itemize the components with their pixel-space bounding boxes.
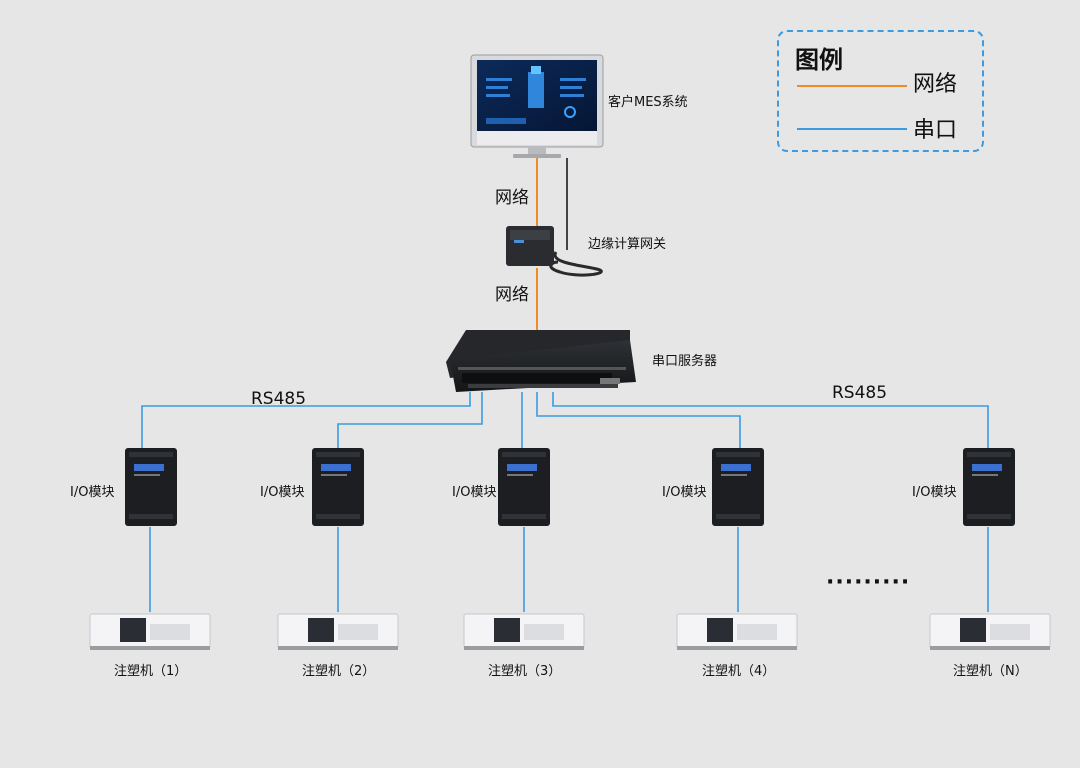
machine-device-1 [89, 613, 211, 650]
mes-label: 客户MES系统 [608, 95, 688, 110]
machine-label: 注塑机（2） [302, 664, 376, 679]
machine-label: 注塑机（4） [702, 664, 776, 679]
io-module-label: I/O模块 [260, 485, 305, 500]
rs485-bus-2 [337, 392, 483, 448]
machine-device-5 [929, 613, 1051, 650]
io-module-label: I/O模块 [70, 485, 115, 500]
rs485-label-left: RS485 [251, 389, 307, 409]
network-link-label-bottom: 网络 [495, 285, 529, 305]
mes-monitor [470, 54, 604, 158]
io-module-device-2 [312, 448, 364, 526]
serial-server-label: 串口服务器 [652, 354, 718, 369]
legend-serial-line [797, 128, 907, 130]
rs485-bus-1 [141, 392, 471, 448]
legend: 图例 网络 串口 [777, 30, 984, 152]
machine-label: 注塑机（3） [488, 664, 562, 679]
io-module-icons [125, 448, 1015, 526]
rs485-label-right: RS485 [832, 383, 888, 403]
rs485-bus-5 [552, 392, 989, 448]
io-module-device-3 [498, 448, 550, 526]
io-module-device-5 [963, 448, 1015, 526]
io-module-label: I/O模块 [912, 485, 957, 500]
legend-network-label: 网络 [913, 72, 958, 97]
machine-icons [89, 613, 1051, 650]
network-link-label-top: 网络 [495, 188, 529, 208]
io-module-label: I/O模块 [452, 485, 497, 500]
machine-label: 注塑机（1） [114, 664, 188, 679]
machine-device-2 [277, 613, 399, 650]
serial-server [446, 330, 636, 392]
serial-links [141, 392, 989, 612]
machine-device-4 [676, 613, 798, 650]
more-machines-ellipsis: ········· [826, 570, 911, 595]
machine-label: 注塑机（N） [953, 664, 1028, 679]
gateway-label: 边缘计算网关 [588, 237, 667, 252]
rs485-bus-4 [536, 392, 741, 448]
legend-title: 图例 [795, 46, 843, 74]
legend-network-line [797, 85, 907, 87]
machine-device-3 [463, 613, 585, 650]
io-module-label: I/O模块 [662, 485, 707, 500]
edge-gateway [506, 158, 603, 277]
io-module-device-1 [125, 448, 177, 526]
legend-serial-label: 串口 [913, 118, 958, 143]
io-module-device-4 [712, 448, 764, 526]
